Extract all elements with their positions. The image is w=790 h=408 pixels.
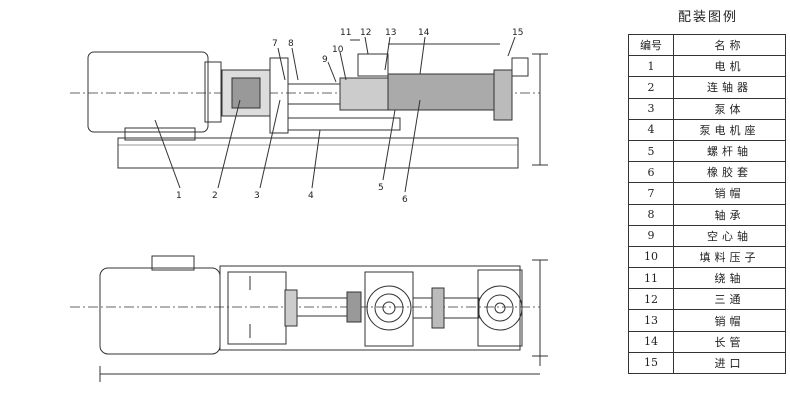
plan-view	[70, 255, 548, 382]
callout-5: 5	[378, 183, 384, 193]
part-number: 5	[628, 139, 674, 163]
part-number: 9	[628, 224, 674, 247]
pump-assembly-drawing: 1 2 3 4 5 6 7 8 9 10 11 12 13 14 15	[70, 28, 548, 382]
part-number: 8	[628, 203, 674, 226]
part-number: 3	[628, 97, 674, 120]
part-name: 填料压子	[673, 245, 786, 269]
part-number: 1	[628, 55, 674, 78]
part-name: 螺杆轴	[673, 139, 786, 163]
part-number: 10	[628, 245, 674, 269]
part-number: 4	[628, 118, 674, 141]
callout-4: 4	[308, 191, 314, 201]
part-name: 空心轴	[673, 224, 786, 247]
callout-7: 7	[272, 39, 278, 49]
header-number: 编号	[628, 33, 674, 57]
callout-2: 2	[212, 191, 218, 201]
stator-tube	[387, 73, 499, 111]
callout-3: 3	[254, 191, 260, 201]
callout-labels: 1 2 3 4 5 6 7 8 9 10 11 12 13 14 15	[176, 28, 523, 205]
part-number: 2	[628, 76, 674, 99]
callout-9: 9	[322, 55, 328, 65]
part-name: 长管	[673, 330, 786, 353]
motor-body	[87, 51, 209, 133]
callout-11: 11	[340, 28, 351, 38]
callout-12: 12	[360, 28, 371, 38]
part-name: 销帽	[673, 309, 786, 332]
part-name: 电机	[673, 55, 786, 78]
legend-title: 配装图例	[677, 10, 738, 25]
callout-15: 15	[512, 28, 523, 38]
callout-14: 14	[418, 28, 430, 38]
part-name: 泵电机座	[673, 118, 786, 141]
part-name: 销帽	[673, 182, 786, 205]
part-number: 7	[628, 182, 674, 205]
part-name: 三通	[673, 288, 786, 311]
part-number: 6	[628, 161, 674, 184]
part-name: 连轴器	[673, 76, 786, 99]
header-name: 名称	[673, 33, 786, 57]
callout-1: 1	[176, 191, 182, 201]
callout-6: 6	[402, 195, 408, 205]
callout-13: 13	[385, 28, 396, 38]
parts-table-header: 编号 名称	[628, 33, 786, 57]
part-name: 进口	[673, 351, 786, 375]
part-number: 15	[628, 351, 674, 375]
part-name: 绕轴	[673, 267, 786, 290]
callout-8: 8	[288, 39, 294, 49]
elevation-view	[70, 36, 548, 193]
part-name: 轴承	[673, 203, 786, 226]
part-number: 12	[628, 288, 674, 311]
part-name: 泵体	[673, 97, 786, 120]
callout-10: 10	[332, 45, 344, 55]
part-name: 橡胶套	[673, 161, 786, 184]
part-number: 11	[628, 267, 674, 290]
part-number: 13	[628, 309, 674, 332]
part-number: 14	[628, 330, 674, 353]
